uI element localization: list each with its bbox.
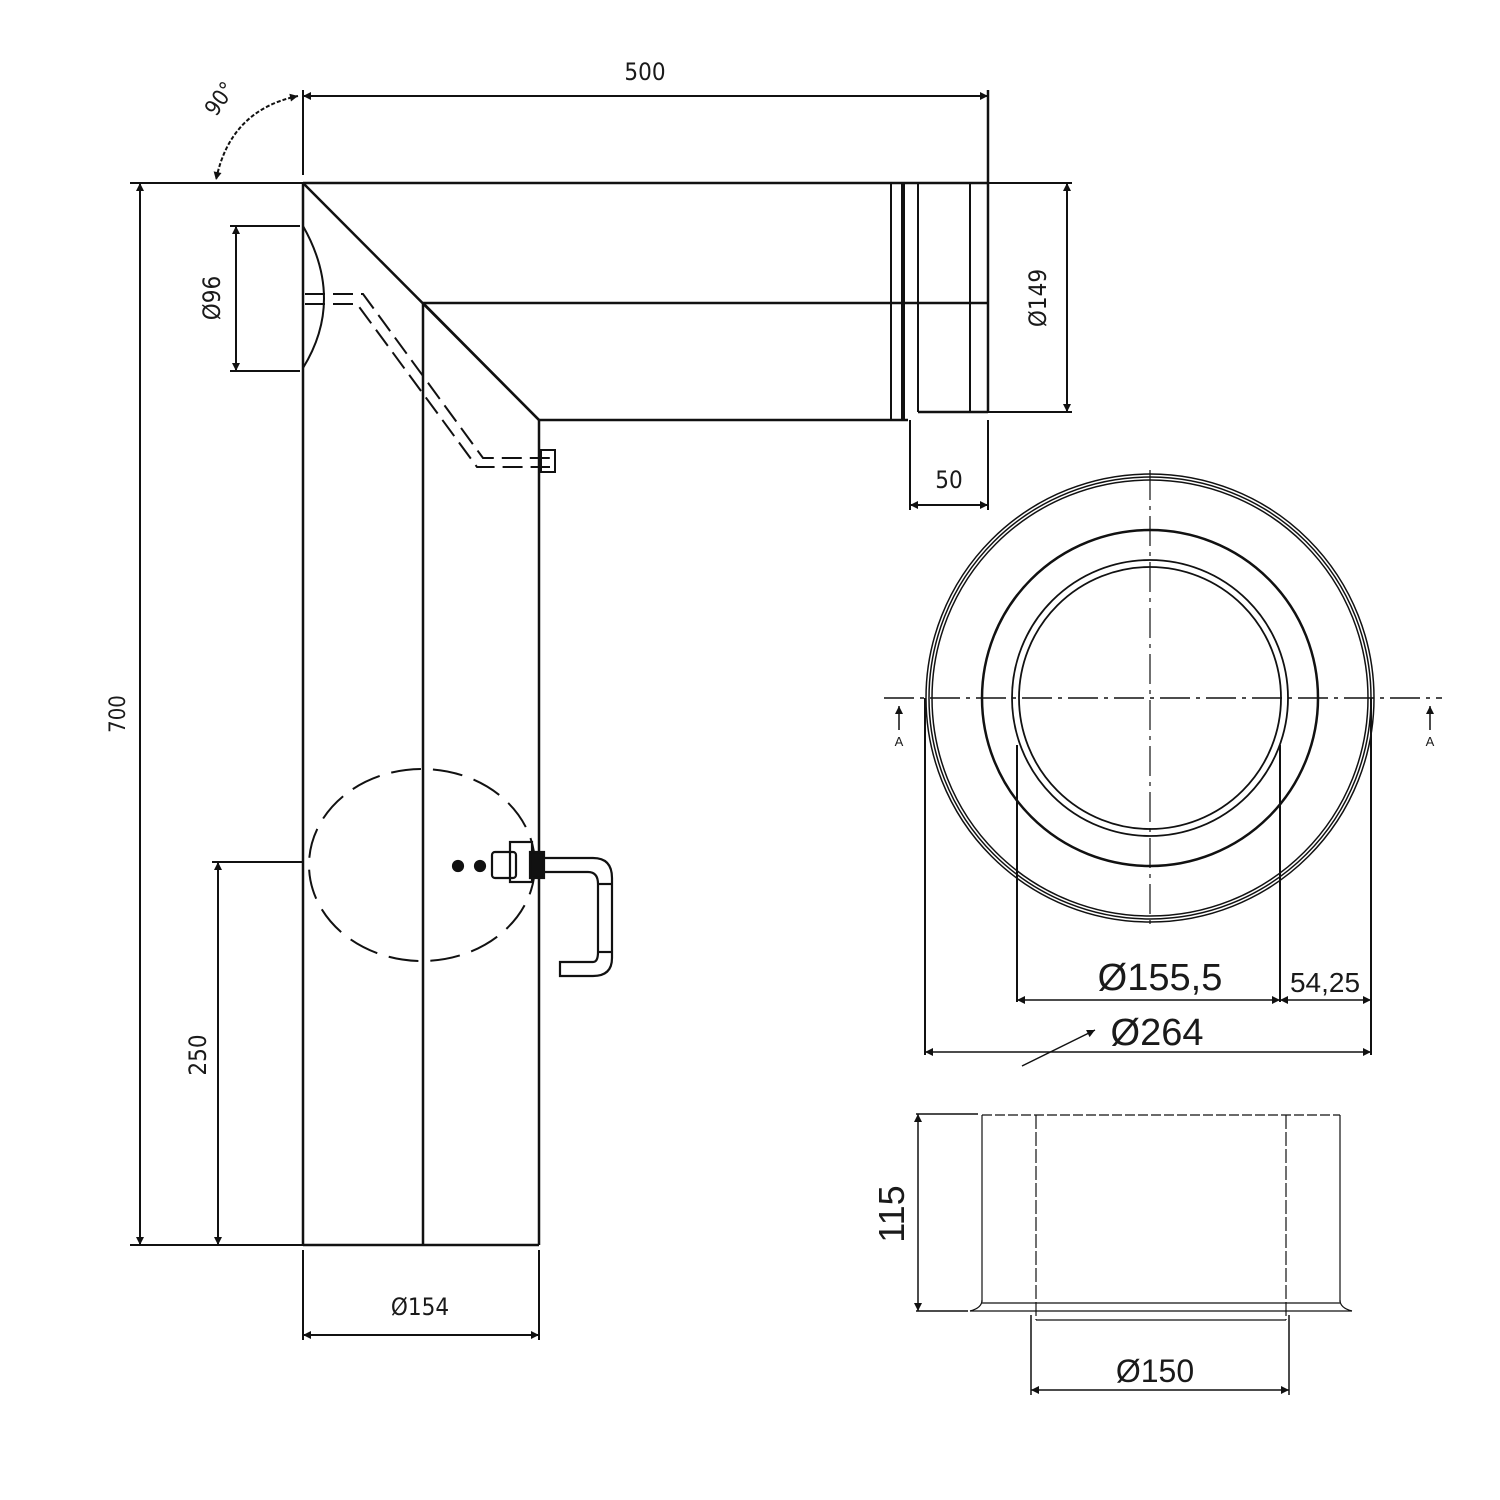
dim-length-label: 500 [624,58,665,86]
dim-cleaning-opening-label: Ø96 [198,276,226,320]
dim-outer-diameter-label: Ø264 [1111,1012,1204,1054]
damper-rod-end [540,449,556,473]
dim-height-label: 700 [106,695,131,733]
dim-inner-diameter-label: Ø155,5 [1098,957,1223,999]
dim-outlet-diameter-label: Ø149 [1024,269,1052,327]
dim-socket-length-label: 50 [935,466,962,494]
dim-damper-height-label: 250 [184,1034,212,1075]
section-marker-right: A [1426,734,1435,749]
dim-section-diameter-label: Ø150 [1116,1353,1194,1389]
miter-inner [422,302,540,421]
section-view [969,1114,1353,1321]
dim-flange-width-label: 54,25 [1290,967,1360,998]
section-view-dimensions [914,1113,1290,1395]
top-view [884,470,1442,1055]
cleaning-opening-arc [302,225,325,369]
damper-rod-hidden [305,293,550,468]
section-marker-left: A [895,734,904,749]
dim-section-height-label: 115 [871,1185,912,1242]
dim-angle-label: 90° [200,78,241,121]
top-view-dimensions [925,996,1371,1067]
dim-pipe-diameter-label: Ø154 [391,1293,449,1321]
side-view-dimensions [130,90,1072,1340]
damper-handle-icon [451,840,614,978]
side-view [301,90,990,1247]
